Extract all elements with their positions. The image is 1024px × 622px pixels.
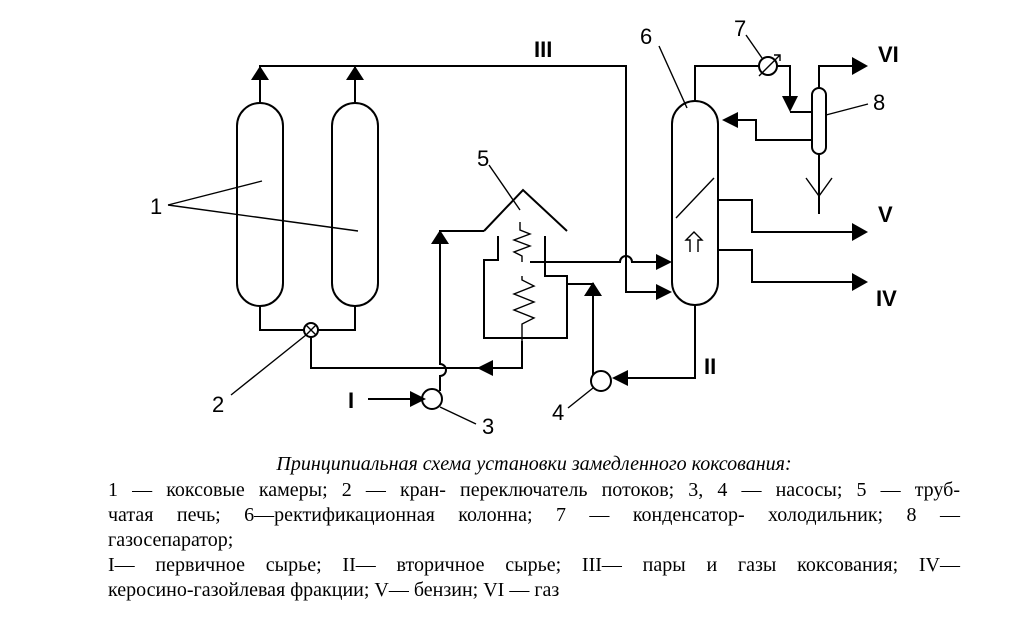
condenser-to-separator: [777, 65, 791, 104]
pump3-leader: [439, 406, 477, 425]
stream-iii-line: [259, 65, 668, 293]
arrow-up-pump3: [431, 230, 449, 244]
label-5: 5: [477, 146, 489, 171]
stream-v-line: [718, 199, 858, 233]
label-8: 8: [873, 90, 885, 115]
caption-line-1: 1 — коксовые камеры; 2 — кран- переключа…: [108, 479, 960, 501]
chamber-bottom-lines: [259, 306, 356, 331]
label-6: 6: [640, 24, 652, 49]
separator-drain-icon: [805, 177, 833, 198]
arrow-down-condenser: [782, 96, 798, 112]
separator-gas-line: [818, 65, 858, 88]
coke-chamber-left: [236, 102, 284, 307]
column-overhead-line: [694, 65, 760, 101]
arrow-into-column-furnace: [656, 254, 672, 270]
pump3-to-furnace: [439, 230, 484, 391]
arrow-valve-return: [477, 360, 493, 376]
stream-label-vi: VI: [878, 42, 899, 67]
stream-label-iii: III: [534, 37, 552, 62]
furnace-coil-upper: [512, 222, 532, 262]
separator-leader: [825, 103, 869, 116]
chamber-leader-1b: [167, 204, 359, 232]
furnace-body: [483, 236, 568, 339]
arrow-stream-vi: [852, 57, 868, 75]
condenser-arrow-icon: [758, 54, 781, 77]
arrow-reflux-column: [722, 112, 738, 128]
arrow-stream-iv: [852, 273, 868, 291]
caption-line-5: керосино-газойлевая фракции; V— бензин; …: [108, 579, 560, 601]
stream-label-i: I: [348, 388, 354, 413]
condenser-leader: [745, 34, 763, 59]
furnace-roof: [483, 188, 568, 232]
arrow-to-pump4: [612, 370, 628, 386]
pump-3: [421, 388, 443, 410]
column-internal-baffle: [675, 177, 715, 219]
caption-line-3: газосепаратор;: [108, 529, 234, 551]
stream-label-ii: II: [704, 354, 716, 379]
pump4-leader: [567, 387, 594, 409]
switch-valve-cross-icon: [305, 324, 317, 336]
arrow-stream-v: [852, 223, 868, 241]
column-leader: [658, 45, 688, 109]
stream-label-v: V: [878, 202, 893, 227]
pump-4: [590, 370, 612, 392]
arrow-into-column-iii: [656, 284, 672, 300]
valve-to-furnace-line: [310, 337, 523, 369]
label-3: 3: [482, 414, 494, 439]
condenser: [758, 56, 778, 76]
column-internal-cap: [684, 231, 704, 252]
arrow-up-left-chamber: [251, 66, 269, 80]
label-1: 1: [150, 194, 162, 219]
furnace-to-column-line: [530, 255, 668, 263]
label-4: 4: [552, 400, 564, 425]
arrow-up-pump4: [584, 282, 602, 296]
column-bottom-line: [614, 305, 696, 379]
stream-iv-line: [718, 249, 858, 283]
caption-line-2: чатая печь; 6—ректификационная колонна; …: [108, 504, 960, 526]
furnace-coil-lower: [512, 276, 536, 341]
caption-line-4: I— первичное сырье; II— вторичное сырье;…: [108, 554, 960, 576]
separator-reflux-line: [730, 119, 812, 141]
arrow-stream-i: [410, 391, 426, 407]
coke-chamber-right: [331, 102, 379, 307]
label-2: 2: [212, 392, 224, 417]
chamber-leader-1a: [167, 180, 263, 206]
label-7: 7: [734, 16, 746, 41]
caption-legend: 1 — коксовые камеры; 2 — кран- переключа…: [108, 478, 960, 603]
rectification-column: [671, 100, 719, 306]
gas-separator: [811, 87, 827, 155]
caption-title: Принципиальная схема установки замедленн…: [276, 453, 792, 475]
stream-label-iv: IV: [876, 286, 897, 311]
pump4-to-furnace: [567, 283, 594, 375]
valve-leader: [230, 334, 307, 396]
arrow-up-right-chamber: [346, 66, 364, 80]
furnace-leader: [488, 164, 521, 211]
